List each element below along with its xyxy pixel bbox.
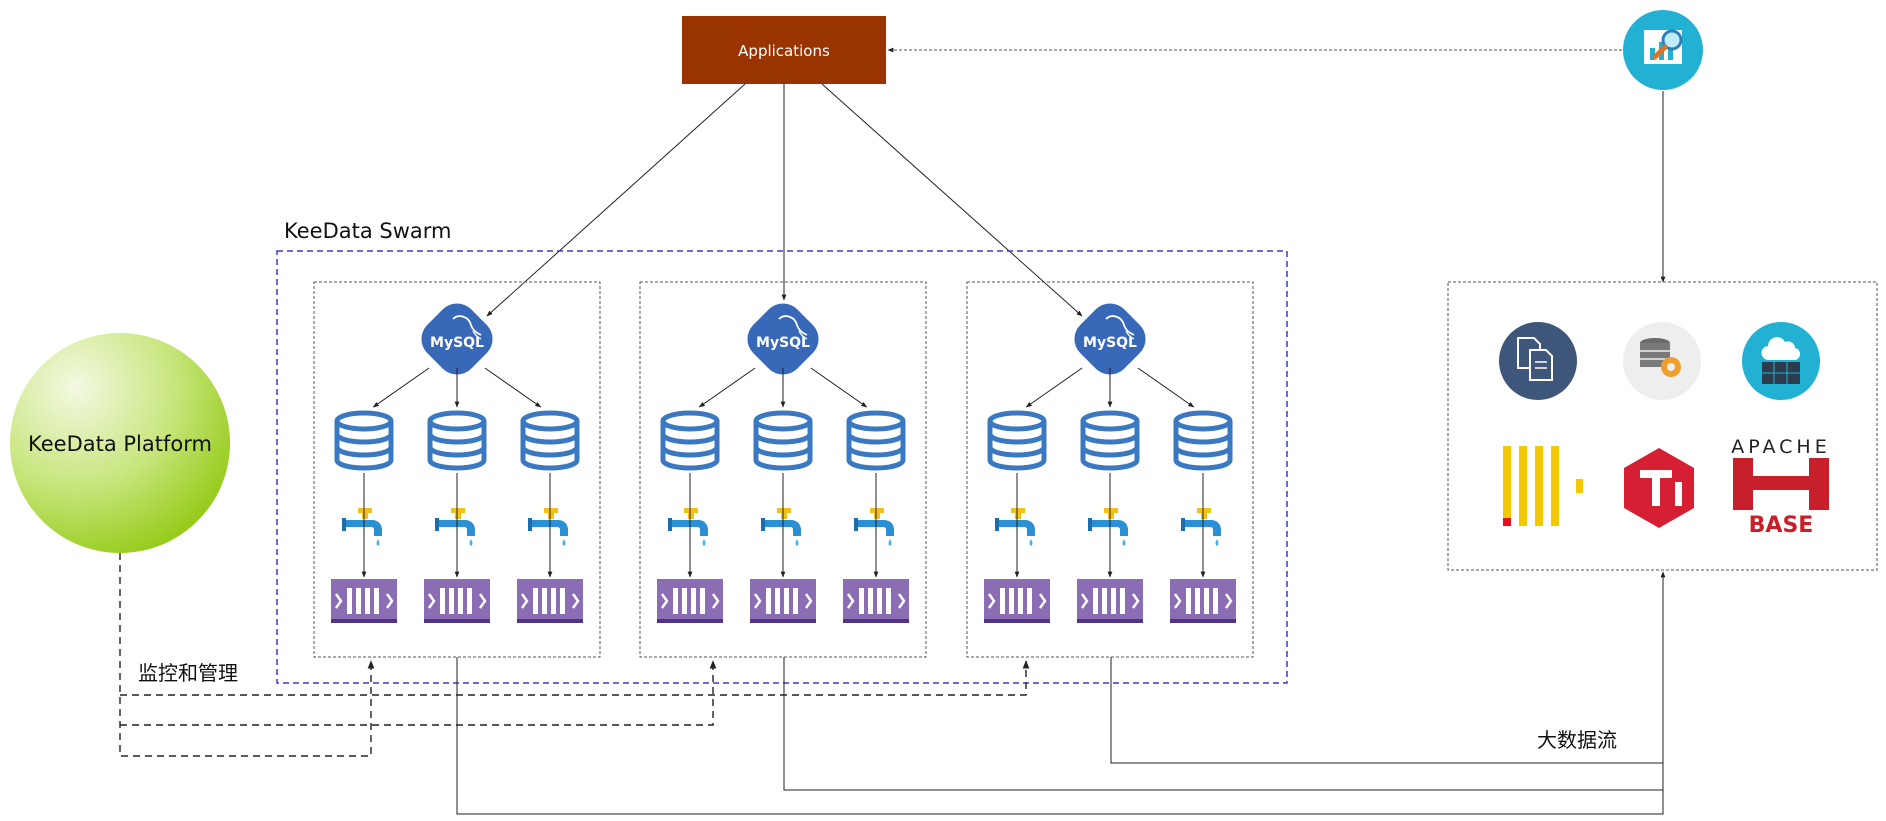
message-queue-icon (657, 579, 723, 623)
faucet-icon (342, 508, 382, 546)
swarm-title: KeeData Swarm (284, 219, 451, 243)
database-icon (663, 413, 717, 468)
applications-node: Applications (682, 16, 886, 84)
cluster-box (966, 281, 1254, 658)
message-queue-icon (750, 579, 816, 623)
applications-label: Applications (738, 42, 830, 60)
mysql-cluster-3: MySQL (966, 281, 1254, 658)
swarm-boundary (276, 250, 1288, 684)
document-icon (1499, 322, 1577, 400)
mysql-master-label: MySQL (1083, 335, 1137, 351)
replication-connector (698, 367, 756, 408)
monitor-connectors (119, 553, 1030, 757)
hbase-logo: APACHE BASE (1731, 436, 1830, 538)
message-queue-icon (424, 579, 490, 623)
app-to-mysql-3-connector (821, 83, 1083, 317)
hbase-top-text: APACHE (1731, 436, 1830, 458)
replication-connector (484, 367, 542, 408)
message-queue-icon (1170, 579, 1236, 623)
cloud-storage-icon (1742, 322, 1820, 400)
faucet-icon (1088, 508, 1128, 546)
database-icon (430, 413, 484, 468)
database-icon (337, 413, 391, 468)
replication-connector (372, 367, 430, 408)
keedata-platform-node: KeeData Platform (10, 333, 230, 553)
faucet-icon (668, 508, 708, 546)
app-to-mysql-1-connector (486, 83, 746, 317)
tidb-icon (1624, 448, 1694, 528)
bigdata-panel (1447, 281, 1878, 571)
message-queue-icon (843, 579, 909, 623)
monitor-label: 监控和管理 (138, 661, 238, 685)
database-icon (1083, 413, 1137, 468)
faucet-icon (995, 508, 1035, 546)
replication-connector (1025, 367, 1083, 408)
database-icon (523, 413, 577, 468)
database-icon (1176, 413, 1230, 468)
message-queue-icon (517, 579, 583, 623)
hbase-bottom-text: BASE (1749, 513, 1814, 538)
database-icon (849, 413, 903, 468)
database-settings-icon (1623, 322, 1701, 400)
message-queue-icon (331, 579, 397, 623)
mysql-cluster-2: MySQL (639, 281, 927, 658)
bigdata-label: 大数据流 (1537, 728, 1617, 752)
stream-bars-icon (1503, 446, 1583, 526)
clusters-group: MySQL MySQL MySQL (313, 281, 1254, 658)
platform-label: KeeData Platform (28, 432, 212, 456)
mysql-master-label: MySQL (756, 335, 810, 351)
cluster-box (313, 281, 601, 658)
bigdata-flow-connectors (456, 571, 1666, 815)
replication-connector (1137, 367, 1195, 408)
mysql-cluster-1: MySQL (313, 281, 601, 658)
faucet-icon (435, 508, 475, 546)
cluster-box (639, 281, 927, 658)
message-queue-icon (984, 579, 1050, 623)
faucet-icon (1181, 508, 1221, 546)
mysql-master-label: MySQL (430, 335, 484, 351)
message-queue-icon (1077, 579, 1143, 623)
faucet-icon (854, 508, 894, 546)
faucet-icon (528, 508, 568, 546)
analytics-icon (1623, 10, 1703, 90)
database-icon (990, 413, 1044, 468)
faucet-icon (761, 508, 801, 546)
database-icon (756, 413, 810, 468)
replication-connector (810, 367, 868, 408)
